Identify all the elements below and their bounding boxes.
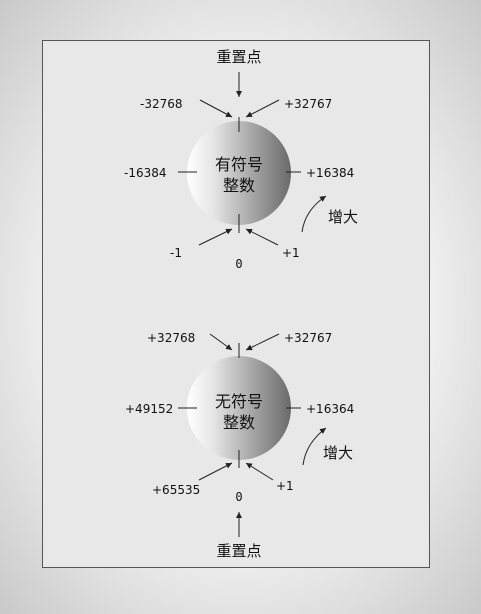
- signed-left-value: -16384: [124, 166, 167, 180]
- signed-bottom-left-value: -1: [170, 246, 182, 260]
- signed-right-value: +16384: [306, 166, 354, 180]
- signed-top-right-arrow: [245, 99, 280, 118]
- unsigned-bottom-right-value: +1: [276, 479, 294, 493]
- signed-bottom-value: 0: [235, 257, 242, 271]
- unsigned-left-value: +49152: [125, 402, 173, 416]
- unsigned-top-right-value: +32767: [284, 331, 332, 345]
- unsigned-bottom-right-arrow: [245, 462, 274, 481]
- unsigned-increase-label: 增大: [323, 444, 353, 462]
- signed-top-right-value: +32767: [284, 97, 332, 111]
- signed-center-line2: 整数: [223, 176, 255, 195]
- signed-top-left-arrow: [199, 99, 233, 118]
- unsigned-right-value: +16364: [306, 402, 354, 416]
- signed-bottom-right-arrow: [245, 228, 279, 246]
- signed-sphere: [187, 121, 291, 225]
- unsigned-top-left-arrow: [209, 333, 233, 351]
- unsigned-center-line2: 整数: [223, 413, 255, 432]
- unsigned-top-left-value: +32768: [147, 331, 195, 345]
- unsigned-sphere: [187, 356, 291, 460]
- signed-increase-arrow: [301, 195, 327, 233]
- unsigned-increase-arrow: [302, 427, 327, 466]
- signed-bottom-right-value: +1: [282, 246, 300, 260]
- unsigned-reset-label: 重置点: [216, 542, 261, 560]
- unsigned-integer-diagram: 无符号 整数 +32768 +32767 +49152 +16364 增大 +6…: [125, 331, 354, 560]
- signed-top-left-value: -32768: [140, 97, 183, 111]
- signed-center-line1: 有符号: [215, 155, 263, 174]
- unsigned-top-right-arrow: [245, 333, 280, 351]
- signed-reset-label: 重置点: [216, 48, 261, 66]
- signed-bottom-left-arrow: [198, 228, 233, 246]
- unsigned-bottom-left-value: +65535: [152, 483, 200, 497]
- signed-increase-label: 增大: [328, 208, 358, 226]
- unsigned-center-line1: 无符号: [215, 392, 263, 411]
- unsigned-bottom-value: 0: [235, 490, 242, 504]
- unsigned-bottom-left-arrow: [198, 462, 233, 481]
- signed-integer-diagram: 重置点 有符号 整数 -32768 +32767 -16384 +16384 增…: [124, 48, 358, 271]
